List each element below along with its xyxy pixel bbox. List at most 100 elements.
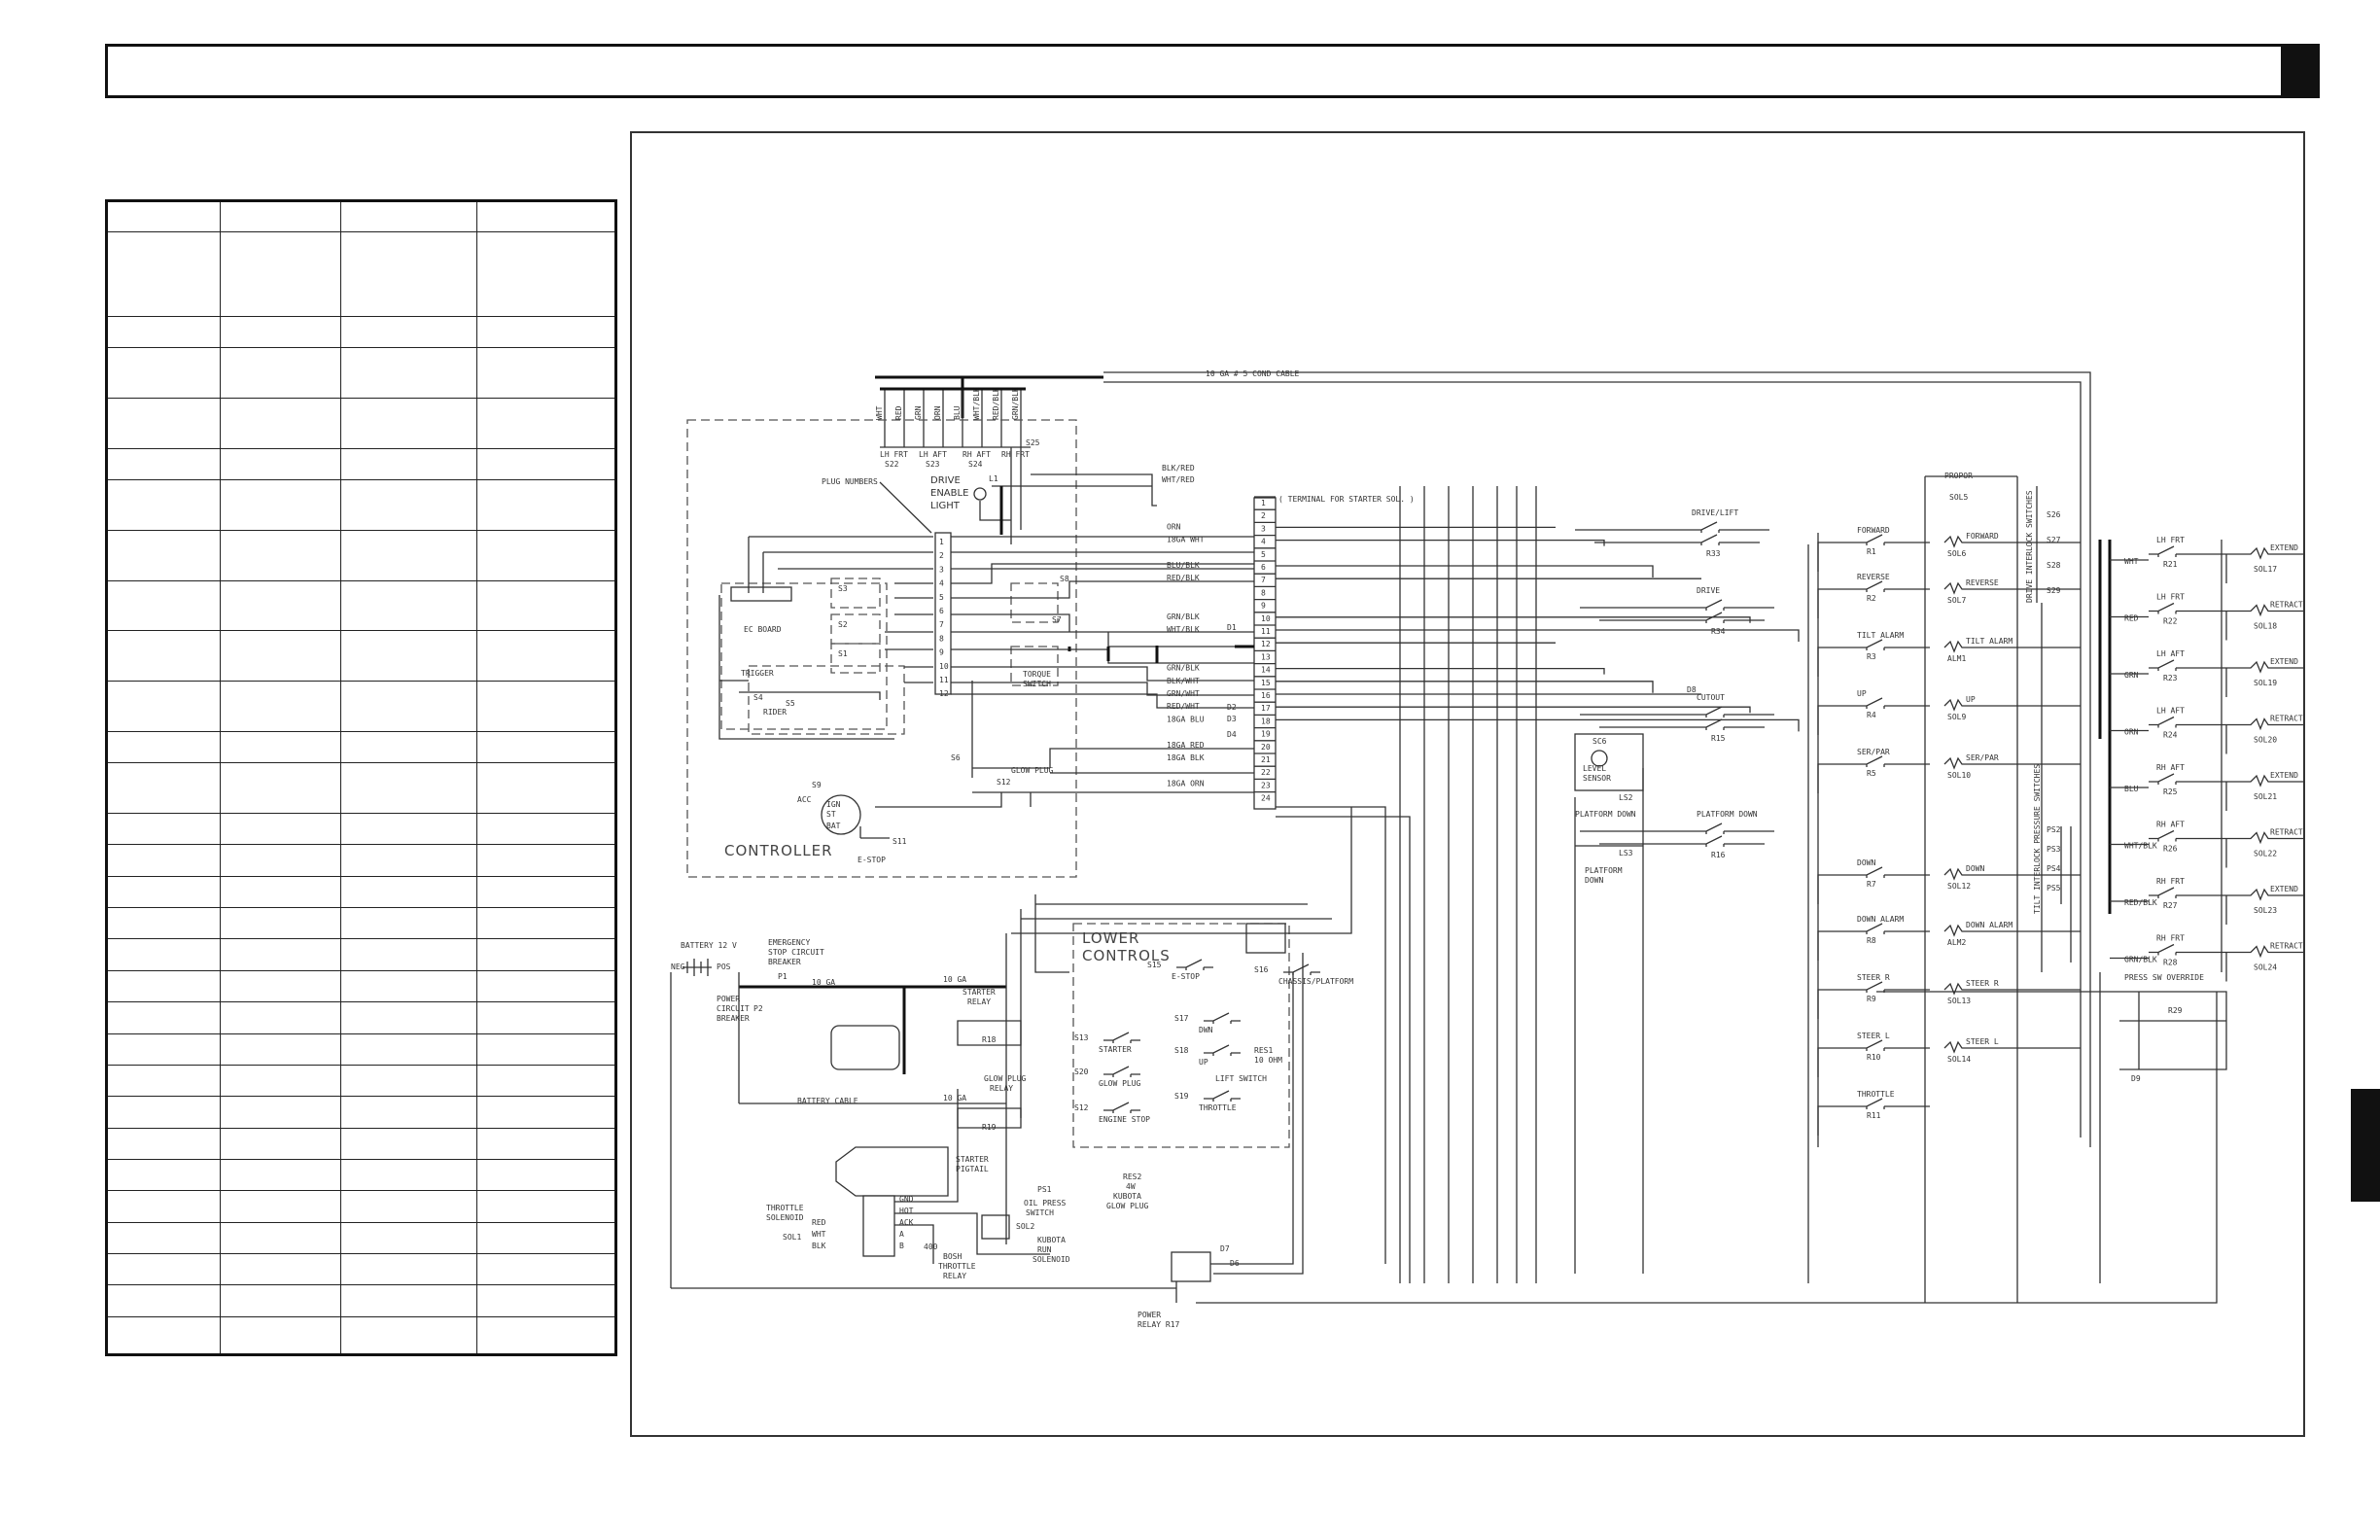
terminal-wire-label: 18GA WHT [1167, 536, 1205, 544]
outrigger-wire-label: BLU [2124, 785, 2139, 793]
ls3-label: LS3 [1619, 849, 1633, 858]
ps1-label: PS1 [1037, 1185, 1052, 1194]
function-relay-title: STEER L [1857, 1032, 1890, 1040]
switch-s27: S27 [2047, 536, 2061, 544]
terminal-number: 8 [1261, 588, 1266, 597]
plug-pin-number: 12 [939, 689, 949, 698]
battery-cable-label: BATTERY CABLE [797, 1097, 858, 1105]
plug-pin-number: 10 [939, 662, 949, 671]
terminal-number: 1 [1261, 499, 1266, 508]
mid-relay-wire [1580, 830, 1774, 845]
top-wire-label: WHT/BLK [972, 387, 981, 420]
switch-s3: S3 [838, 584, 848, 593]
legend-cell [339, 875, 478, 909]
ls2-label: LS2 [1619, 793, 1633, 802]
legend-cell [220, 199, 341, 233]
ec-board-boundary [720, 582, 888, 730]
throttle-sol-line1: THROTTLE [766, 1204, 804, 1212]
terminal-number: 4 [1261, 538, 1266, 546]
power-breaker-line3: BREAKER [717, 1014, 750, 1023]
legend-cell [220, 1158, 341, 1192]
trigger-label: TRIGGER [741, 669, 774, 678]
lower-switch-id: S17 [1174, 1014, 1189, 1023]
glow-relay-line2: RELAY [990, 1084, 1013, 1093]
lower-switch-label: CHASSIS/PLATFORM [1278, 977, 1353, 986]
function-relay-id: R1 [1867, 547, 1876, 556]
outrigger-solenoid: SOL23 [2254, 906, 2277, 915]
diode-d4: D4 [1227, 730, 1237, 739]
lower-switch-id: S19 [1174, 1092, 1189, 1101]
ec-board-connector [730, 586, 792, 602]
plug-pin-number: 5 [939, 593, 944, 602]
function-relay-output: TILT ALARM [1966, 637, 2012, 646]
legend-cell [106, 1127, 221, 1160]
switch-s11: S11 [892, 837, 907, 846]
terminal-number: 5 [1261, 550, 1266, 559]
lower-controls-line2: CONTROLS [1082, 947, 1171, 964]
blk-red-label: BLK/RED [1162, 464, 1195, 472]
function-relay-solenoid: ALM2 [1947, 938, 1966, 947]
legend-cell [106, 529, 221, 581]
function-relay-id: R7 [1867, 880, 1876, 889]
battery-label: BATTERY 12 V [681, 941, 737, 950]
bosh-pin-hot: HOT [899, 1207, 914, 1215]
legend-cell [339, 1253, 478, 1286]
function-relay-id: R10 [1867, 1053, 1881, 1062]
mid-relay-contact [1697, 599, 1733, 611]
lower-switch-id: S18 [1174, 1046, 1189, 1055]
lower-switch-label: STARTER [1099, 1045, 1132, 1054]
outrigger-contact [2149, 887, 2186, 898]
legend-cell [476, 1001, 616, 1034]
terminal-wire-label: GRN/BLK [1167, 664, 1200, 673]
outrigger-solenoid: SOL22 [2254, 850, 2277, 858]
outrigger-wire [2110, 718, 2304, 754]
top-switch-s24-label: RH AFT [962, 450, 991, 459]
outrigger-wire [2110, 660, 2304, 697]
function-relay-title: STEER R [1857, 973, 1890, 982]
bus-line [1276, 616, 1751, 623]
legend-row [106, 478, 616, 531]
n400-label: 400 [924, 1242, 938, 1251]
estop-breaker-line1: EMERGENCY [768, 938, 811, 947]
legend-cell [106, 347, 221, 399]
terminal-number: 2 [1261, 511, 1266, 520]
plug-pin-number: 2 [939, 551, 944, 560]
legend-cell [106, 762, 221, 814]
outrigger-id: R22 [2163, 617, 2178, 626]
sol1-label: SOL1 [783, 1233, 801, 1242]
res2-line1: RES2 [1123, 1172, 1141, 1181]
bus-line [1276, 681, 1654, 693]
mid-relay-contact [1692, 521, 1729, 533]
legend-cell [476, 969, 616, 1003]
relay-r29: R29 [2168, 1006, 2183, 1015]
outrigger-id: R27 [2163, 901, 2178, 910]
res1-line2: 10 OHM [1254, 1056, 1282, 1065]
legend-cell [476, 1221, 616, 1255]
outrigger-wire-label: GRN/BLK [2124, 956, 2157, 964]
outrigger-solenoid: SOL20 [2254, 736, 2277, 745]
mid-relay-title: DRIVE [1697, 586, 1720, 595]
lower-controls-line1: LOWER [1082, 929, 1139, 947]
function-relay-output: UP [1966, 695, 1976, 704]
controller-label: CONTROLLER [724, 842, 833, 859]
glow-plug-label: GLOW PLUG [1011, 766, 1054, 775]
pressure-switches: PS2 PS3 PS4 PS5 [2047, 825, 2061, 892]
terminal-number: 13 [1261, 652, 1271, 661]
legend-cell [476, 315, 616, 349]
function-relay-title: DOWN ALARM [1857, 915, 1904, 924]
terminal-number: 17 [1261, 704, 1271, 713]
res2-line3: KUBOTA [1113, 1192, 1141, 1201]
cable-label: 10 GA # 5 COND CABLE [1206, 369, 1300, 378]
throttle-sol-line2: SOLENOID [766, 1213, 804, 1222]
legend-cell [106, 397, 221, 449]
legend-cell [339, 1315, 478, 1356]
outrigger-solenoid: SOL21 [2254, 792, 2277, 801]
legend-row [106, 1032, 616, 1066]
lower-switch-contact [1103, 1032, 1140, 1043]
legend-cell [220, 478, 341, 531]
legend-cell [476, 1284, 616, 1317]
function-relay-title: DOWN [1857, 858, 1875, 867]
bus-line [1276, 667, 1605, 675]
function-relay-solenoid: SOL10 [1947, 771, 1971, 780]
